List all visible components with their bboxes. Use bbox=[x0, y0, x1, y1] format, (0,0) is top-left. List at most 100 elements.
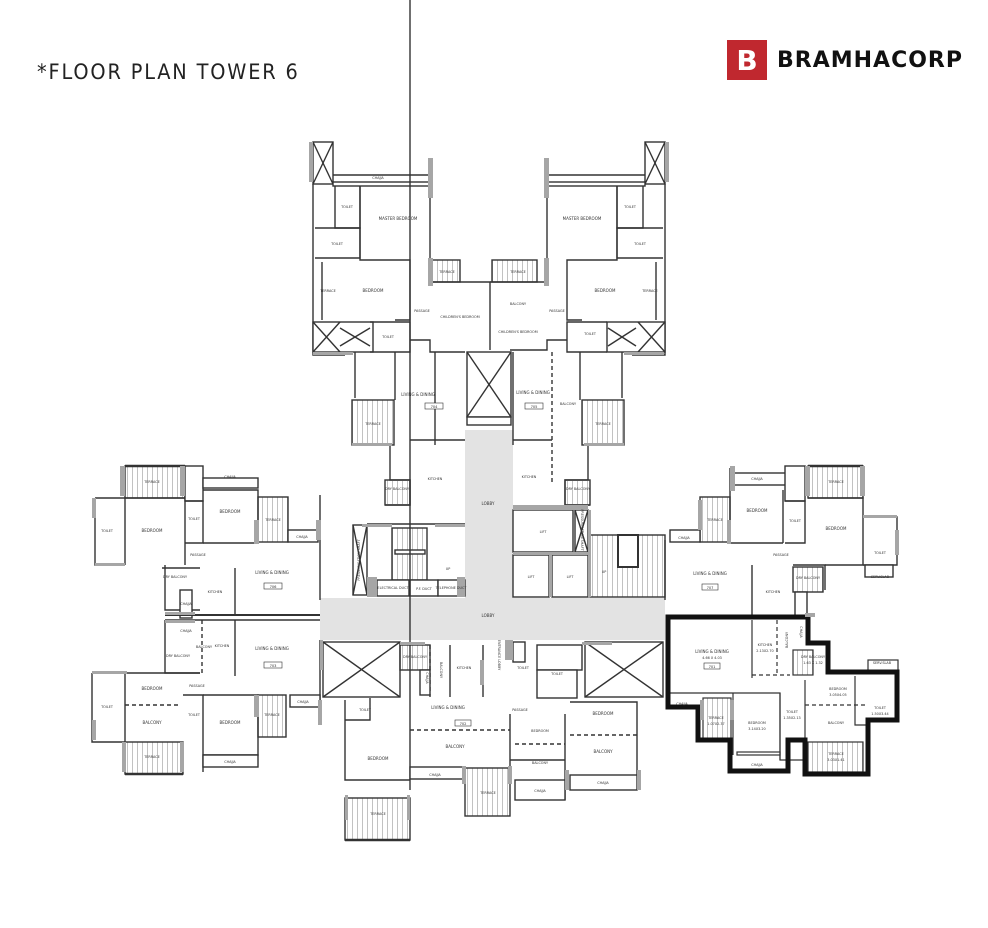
svg-text:DRY BALCONY: DRY BALCONY bbox=[801, 655, 826, 659]
svg-text:PASSAGE: PASSAGE bbox=[414, 309, 430, 313]
svg-text:BEDROOM: BEDROOM bbox=[220, 720, 241, 725]
svg-text:P.F. DUCT: P.F. DUCT bbox=[416, 587, 433, 591]
svg-text:CHAJJA: CHAJJA bbox=[180, 602, 192, 606]
svg-text:BEDROOM: BEDROOM bbox=[826, 526, 847, 531]
svg-text:KITCHEN: KITCHEN bbox=[522, 475, 537, 479]
svg-text:LIVING & DINING: LIVING & DINING bbox=[401, 392, 435, 397]
svg-text:PASSAGE: PASSAGE bbox=[190, 553, 206, 557]
brand-logo: B BRAMHACORP bbox=[727, 40, 963, 80]
svg-text:TERRACE: TERRACE bbox=[263, 713, 280, 717]
svg-text:MASTER BEDROOM: MASTER BEDROOM bbox=[563, 216, 602, 221]
svg-text:1.63 X 1.32: 1.63 X 1.32 bbox=[803, 661, 823, 665]
svg-text:TOILET: TOILET bbox=[100, 529, 114, 533]
svg-text:PASSAGE: PASSAGE bbox=[189, 684, 205, 688]
svg-text:CHAJJA: CHAJJA bbox=[597, 781, 609, 785]
svg-text:SERV.SLAB: SERV.SLAB bbox=[873, 661, 892, 665]
svg-text:1.35X2.13: 1.35X2.13 bbox=[783, 716, 800, 720]
svg-text:TOILET: TOILET bbox=[100, 705, 114, 709]
svg-text:CHILDREN'S BEDROOM: CHILDREN'S BEDROOM bbox=[498, 330, 537, 334]
lobby-main-label: LOBBY bbox=[482, 613, 496, 618]
svg-text:CHILDREN'S BEDROOM: CHILDREN'S BEDROOM bbox=[440, 315, 479, 319]
unit-left-upper-labels: TERRACE CHAJJA TOILET BEDROOM TOILET BED… bbox=[100, 475, 308, 606]
svg-text:701: 701 bbox=[709, 665, 716, 669]
svg-text:TOILET: TOILET bbox=[583, 332, 597, 336]
svg-text:BALCONY: BALCONY bbox=[142, 720, 162, 725]
svg-text:BALCONY: BALCONY bbox=[532, 761, 549, 765]
unit-top-left-labels: CHAJJA MASTER BEDROOM TOILET TOILET TERR… bbox=[319, 176, 480, 491]
svg-text:TERRACE: TERRACE bbox=[364, 422, 381, 426]
svg-text:LIFT: LIFT bbox=[528, 575, 536, 579]
lift-core-top bbox=[466, 351, 512, 426]
svg-text:CHAJJA: CHAJJA bbox=[224, 760, 236, 764]
svg-text:PRESSURISATION SHAFT: PRESSURISATION SHAFT bbox=[357, 538, 361, 580]
unit-right-lower-labels: LIVING & DINING 4.66 X 4.03 701 KITCHEN … bbox=[676, 626, 892, 767]
svg-text:KITCHEN: KITCHEN bbox=[208, 590, 223, 594]
svg-text:TERRACE: TERRACE bbox=[369, 812, 386, 816]
svg-text:ELECTRICAL DUCT: ELECTRICAL DUCT bbox=[377, 586, 409, 590]
svg-text:KITCHEN: KITCHEN bbox=[215, 644, 230, 648]
svg-text:CHAJJA: CHAJJA bbox=[296, 535, 308, 539]
brand-name: BRAMHACORP bbox=[777, 47, 963, 73]
svg-text:TERRACE: TERRACE bbox=[143, 480, 160, 484]
svg-text:BALCONY: BALCONY bbox=[828, 721, 845, 725]
svg-text:TOILET: TOILET bbox=[623, 205, 637, 209]
svg-text:707: 707 bbox=[707, 586, 714, 590]
svg-text:1.07X2.37: 1.07X2.37 bbox=[707, 722, 724, 726]
svg-text:TOILET: TOILET bbox=[785, 710, 799, 714]
unit-top-right bbox=[490, 141, 666, 506]
svg-text:TERRACE: TERRACE bbox=[509, 270, 526, 274]
svg-text:TERRACE: TERRACE bbox=[143, 755, 160, 759]
svg-text:TOILET: TOILET bbox=[187, 517, 201, 521]
svg-text:DRY BALCONY: DRY BALCONY bbox=[163, 575, 188, 579]
svg-text:BALCONY: BALCONY bbox=[439, 662, 443, 679]
svg-text:706: 706 bbox=[270, 585, 278, 589]
svg-text:BALCONY: BALCONY bbox=[196, 645, 213, 649]
svg-text:BEDROOM: BEDROOM bbox=[747, 508, 768, 513]
svg-text:TERRACE: TERRACE bbox=[706, 518, 723, 522]
svg-text:TELEPHONE DUCT: TELEPHONE DUCT bbox=[435, 586, 468, 590]
svg-text:BEDROOM: BEDROOM bbox=[142, 528, 163, 533]
svg-text:CHAJJA: CHAJJA bbox=[751, 763, 763, 767]
svg-text:BEDROOM: BEDROOM bbox=[368, 756, 389, 761]
svg-text:TOILET: TOILET bbox=[516, 666, 530, 670]
svg-text:3.14X3.20: 3.14X3.20 bbox=[748, 727, 765, 731]
unit-right-lower-highlighted[interactable] bbox=[665, 614, 900, 777]
svg-text:TOILET: TOILET bbox=[788, 519, 802, 523]
unit-left-lower bbox=[91, 619, 321, 776]
svg-text:BEDROOM: BEDROOM bbox=[595, 288, 616, 293]
svg-text:CHAJJA: CHAJJA bbox=[534, 789, 546, 793]
svg-text:KITCHEN: KITCHEN bbox=[758, 643, 773, 647]
unit-right-upper-labels: CHAJJA TERRACE BEDROOM TOILET BEDROOM TE… bbox=[678, 477, 890, 594]
svg-text:705: 705 bbox=[531, 405, 538, 409]
svg-text:BALCONY: BALCONY bbox=[785, 631, 789, 648]
svg-text:PASSAGE: PASSAGE bbox=[773, 553, 789, 557]
lobby-upper-label: LOBBY bbox=[482, 501, 496, 506]
svg-text:UP: UP bbox=[446, 567, 451, 571]
svg-text:ENTRANCE LOBBY: ENTRANCE LOBBY bbox=[497, 640, 501, 671]
svg-text:2.13X2.70: 2.13X2.70 bbox=[756, 649, 773, 653]
svg-text:KITCHEN: KITCHEN bbox=[428, 477, 443, 481]
svg-text:LIFT: LIFT bbox=[540, 530, 548, 534]
svg-text:CHAJJA: CHAJJA bbox=[372, 176, 384, 180]
svg-text:CHAJJA: CHAJJA bbox=[297, 700, 309, 704]
svg-text:CHAJJA: CHAJJA bbox=[799, 626, 803, 638]
svg-text:TOILET: TOILET bbox=[873, 706, 887, 710]
svg-text:DRY BALCONY: DRY BALCONY bbox=[166, 654, 191, 658]
unit-top-right-columns bbox=[544, 142, 669, 446]
svg-text:TOILET: TOILET bbox=[550, 672, 564, 676]
central-core-labels: LIFT LIFT LIFT UP UP ELECTRICAL DUCT P.F… bbox=[357, 509, 606, 591]
svg-text:CHAJJA: CHAJJA bbox=[180, 629, 192, 633]
unit-left-upper bbox=[94, 464, 321, 619]
svg-text:TOILET: TOILET bbox=[330, 242, 344, 246]
svg-text:DRY BALCONY: DRY BALCONY bbox=[403, 655, 428, 659]
unit-top-left-columns bbox=[309, 142, 433, 446]
svg-text:TERRACE: TERRACE bbox=[594, 422, 611, 426]
svg-text:TERRACE: TERRACE bbox=[264, 518, 281, 522]
svg-text:DRY BALCONY: DRY BALCONY bbox=[796, 576, 821, 580]
svg-text:CHAJJA: CHAJJA bbox=[751, 477, 763, 481]
svg-text:LIVING & DINING: LIVING & DINING bbox=[431, 705, 465, 710]
svg-text:3.03X1.41: 3.03X1.41 bbox=[827, 758, 844, 762]
svg-text:BALCONY: BALCONY bbox=[593, 749, 613, 754]
svg-text:LIFT: LIFT bbox=[567, 575, 575, 579]
svg-text:PRESSURISATION SHAFT: PRESSURISATION SHAFT bbox=[580, 509, 584, 551]
